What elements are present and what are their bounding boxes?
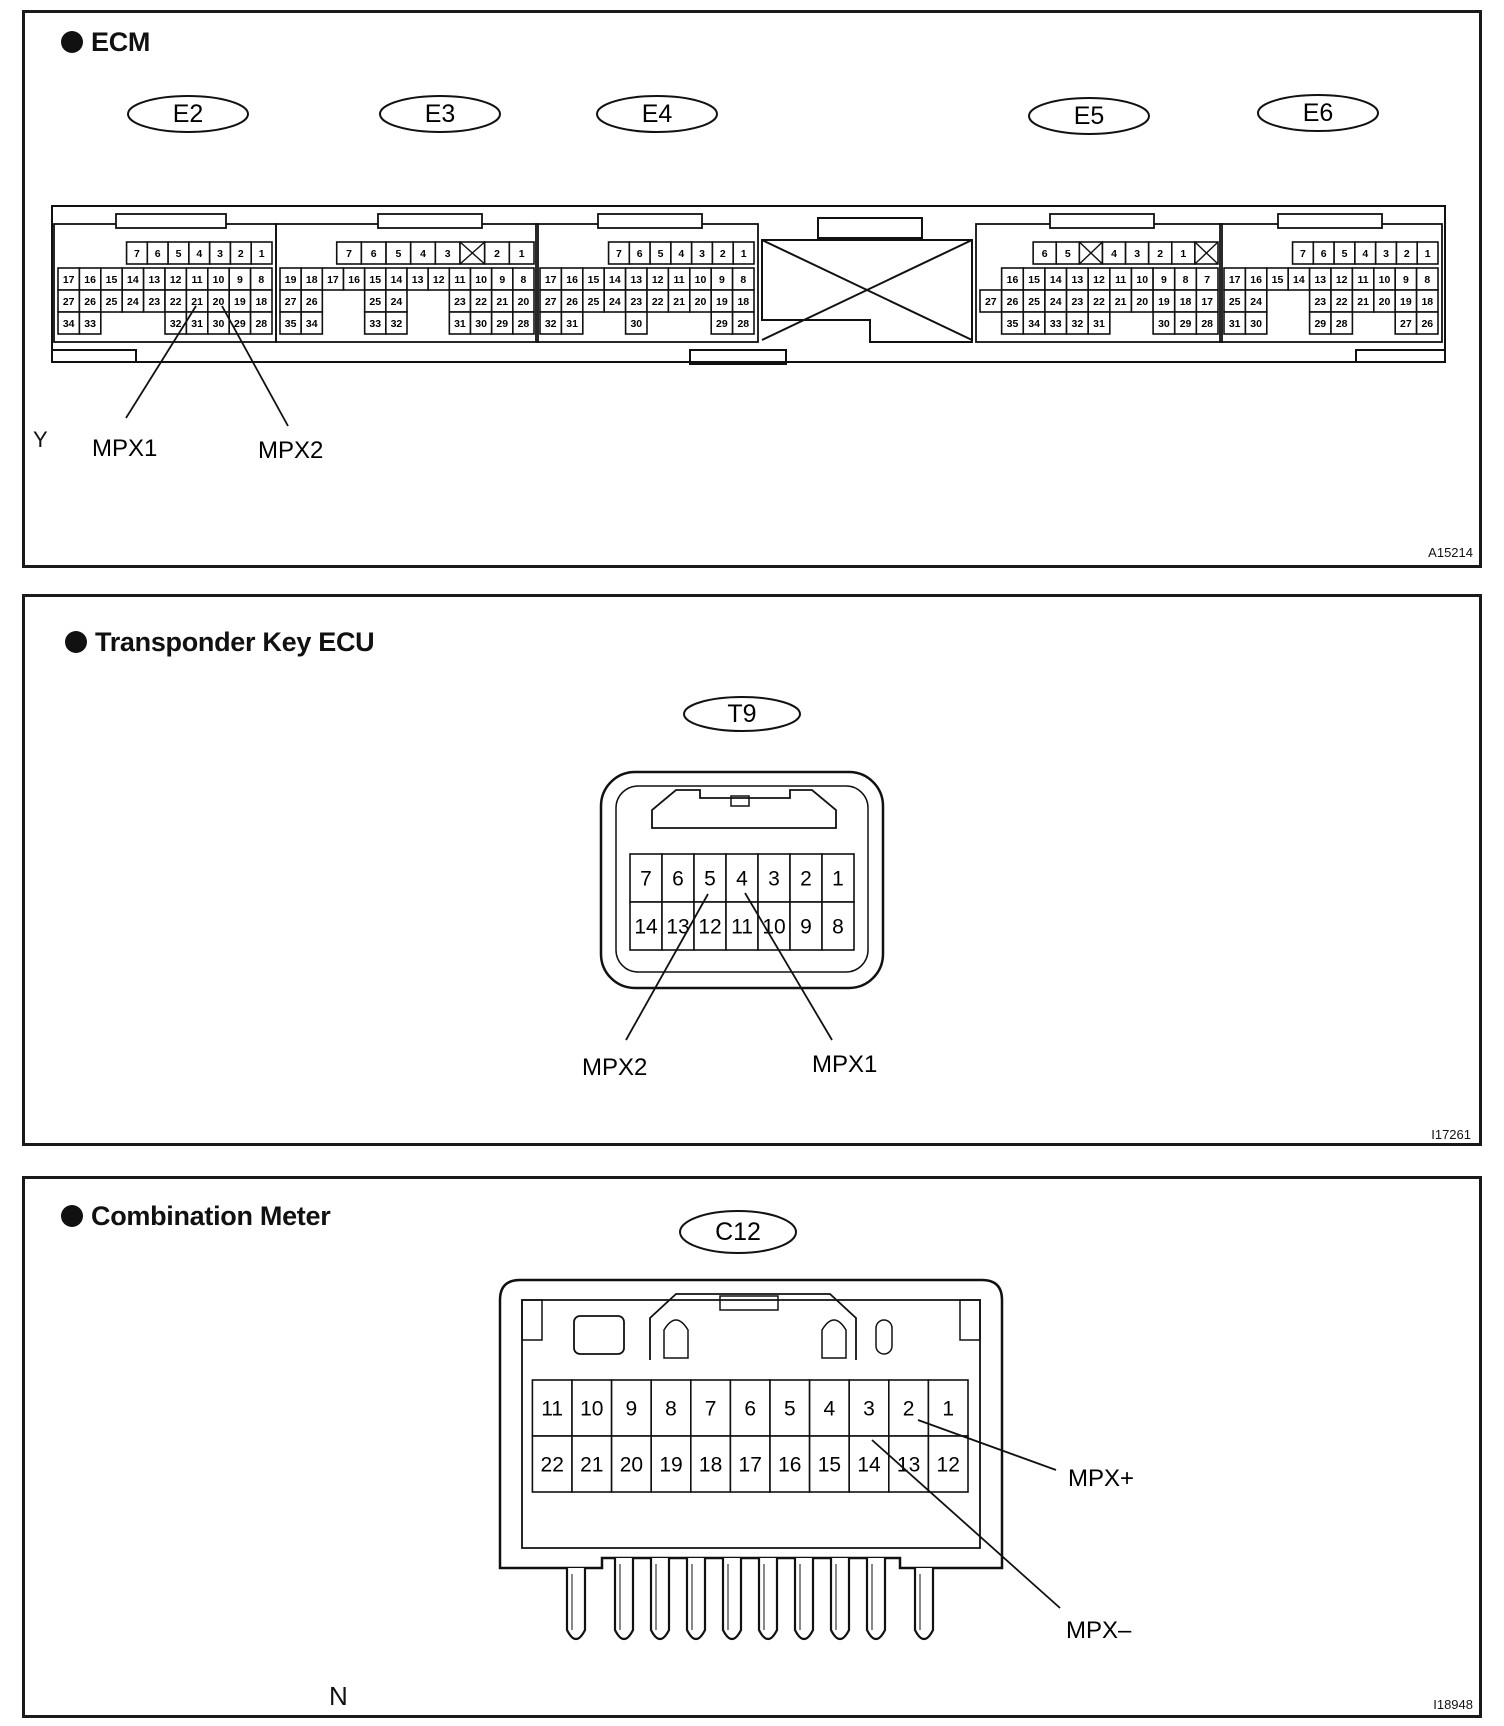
transponder-title: Transponder Key ECU (65, 627, 375, 658)
bullet-icon (61, 31, 83, 53)
transponder-panel: Transponder Key ECU I17261 (22, 594, 1482, 1146)
ecm-figure-code: A15214 (1428, 545, 1473, 560)
combination-meter-title: Combination Meter (61, 1201, 331, 1232)
bullet-icon (61, 1205, 83, 1227)
ecm-side-letter: Y (33, 427, 48, 452)
meter-figure-code: I18948 (1433, 1697, 1473, 1712)
transponder-figure-code: I17261 (1431, 1127, 1471, 1142)
ecm-panel: ECM A15214 Y (22, 10, 1482, 568)
meter-side-letter: N (329, 1681, 348, 1711)
ecm-title: ECM (61, 27, 150, 58)
bullet-icon (65, 631, 87, 653)
combination-meter-panel: Combination Meter N I18948 (22, 1176, 1482, 1718)
